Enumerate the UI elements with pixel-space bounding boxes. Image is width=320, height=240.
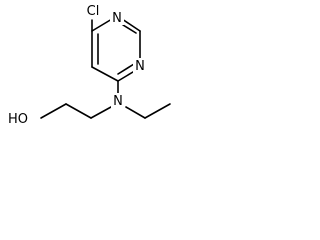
bond-n1-c2-double (122, 24, 137, 34)
bond-c4-c5 (91, 66, 119, 82)
chlorine-label: Cl (87, 4, 100, 19)
amine-nitrogen: N (113, 94, 123, 109)
bond-ch2-ch2 (65, 103, 92, 119)
ring-nitrogen-right-label: N (133, 58, 147, 74)
hydroxyl-label: HO (8, 112, 28, 127)
chlorine-atom-label: Cl (83, 3, 103, 19)
bond-n-ethyl (125, 106, 146, 119)
ring-nitrogen-right: N (135, 59, 145, 74)
ring-nitrogen-top-label: N (110, 10, 124, 26)
bond-c6-n1 (91, 18, 113, 32)
bond-n-ch2 (90, 106, 112, 119)
hydroxyl-label-group: HO (3, 109, 31, 127)
pyrimidine-ring (91, 18, 141, 82)
bond-ethyl-terminal (144, 103, 171, 119)
bond-n3-c4-double (117, 63, 135, 75)
bond-n1-c2 (121, 18, 141, 32)
molecule-structure: Cl N N N HO (3, 3, 171, 127)
bond-ch2-o (40, 103, 67, 119)
ring-nitrogen-top: N (112, 11, 122, 26)
amine-nitrogen-label: N (111, 93, 125, 109)
